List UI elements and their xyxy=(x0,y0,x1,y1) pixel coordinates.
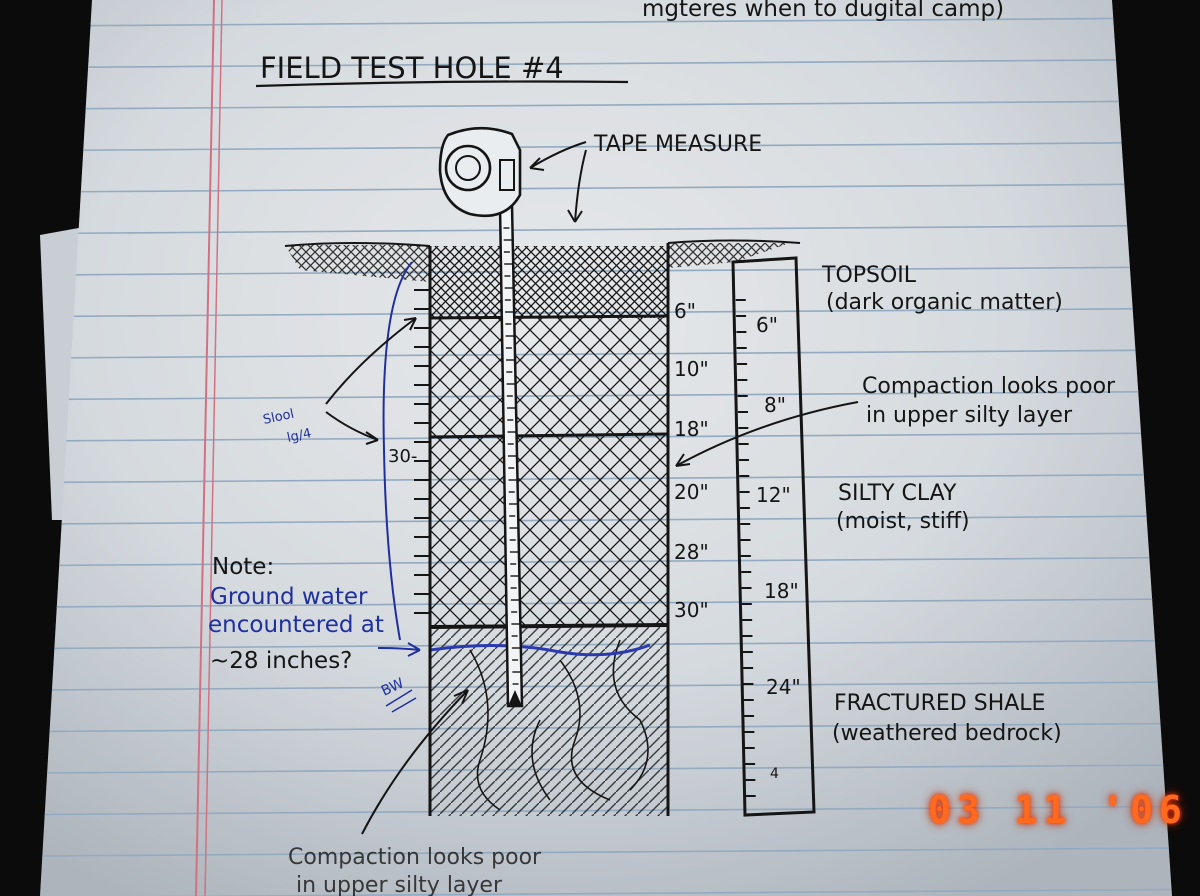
tape-hook xyxy=(508,690,522,706)
blue-scribble: Slool xyxy=(262,407,296,428)
depth-mark: 28" xyxy=(674,540,709,564)
scribble-arrow-up xyxy=(325,317,417,405)
bottom-note-line1: Compaction looks poor xyxy=(288,845,542,870)
hole-walls xyxy=(428,243,670,816)
rule-line xyxy=(40,888,1172,896)
test-hole xyxy=(428,243,670,816)
scribble-arrow-down xyxy=(325,411,379,441)
note-title: Note: xyxy=(212,554,274,580)
compaction-note-line2: in upper silty layer xyxy=(866,403,1073,428)
rule-line xyxy=(40,58,1172,69)
blue-scribble: lg/4 xyxy=(286,426,313,446)
groundwater-arrow xyxy=(377,647,421,651)
bottom-note-arrow xyxy=(361,689,469,835)
blue-bracket xyxy=(382,261,413,641)
silty-clay-layer xyxy=(430,436,668,626)
silty-clay-name: SILTY CLAY xyxy=(838,481,957,506)
depth-mark: 6" xyxy=(674,299,696,323)
rule-line xyxy=(40,847,1172,857)
ruler-mark: 8" xyxy=(764,393,786,417)
upper-silty-layer xyxy=(430,318,668,436)
margin-line-2 xyxy=(204,0,223,896)
ruler-mark: 18" xyxy=(764,579,799,603)
bottom-note-line2: in upper silty layer xyxy=(296,873,503,896)
shale-fractures xyxy=(469,639,649,811)
margin-line xyxy=(195,0,215,896)
depth-30-label: 30- xyxy=(388,446,417,467)
depth-mark: 30" xyxy=(674,598,709,622)
compaction-arrow xyxy=(675,401,859,467)
boundary-silty xyxy=(429,432,669,439)
rule-line xyxy=(40,224,1172,235)
blue-annotations: Slool lg/4 30- Note: Ground water encoun… xyxy=(208,261,421,713)
depth-mark: 18" xyxy=(674,417,709,441)
ground-surface xyxy=(284,239,801,282)
boundary-shale xyxy=(429,623,669,629)
ruler-mark: 12" xyxy=(756,483,791,507)
shale-description: (weathered bedrock) xyxy=(832,721,1062,746)
ruler-ticks xyxy=(735,299,756,797)
note-line1: Ground water xyxy=(210,584,368,610)
top-note: mgteres when to dugital camp) xyxy=(642,0,1004,22)
depth-labels: 6" 10" 18" 20" 28" 30" xyxy=(674,299,709,622)
tape-measure-label: TAPE MEASURE xyxy=(593,132,762,157)
silty-clay-description: (moist, stiff) xyxy=(836,509,970,534)
ruler-body xyxy=(731,256,816,817)
fractured-shale-layer xyxy=(430,626,668,816)
note-line3: ~28 inches? xyxy=(210,648,352,674)
depth-ruler: 6" 8" 12" 18" 24" 4 xyxy=(731,256,816,817)
ruler-mark: 6" xyxy=(756,313,778,337)
rule-line xyxy=(40,17,1172,27)
depth-mark: 10" xyxy=(674,357,709,381)
rule-line xyxy=(40,141,1172,152)
hole-left-ticks xyxy=(414,289,430,614)
topsoil-name: TOPSOIL xyxy=(821,263,917,288)
boundary-topsoil xyxy=(429,314,669,320)
depth-mark: 20" xyxy=(674,480,709,504)
tape-reel xyxy=(444,144,492,192)
camera-timestamp: 03 11 '06 xyxy=(928,788,1188,832)
tape-ticks xyxy=(503,227,522,685)
topsoil-layer xyxy=(430,246,668,318)
rule-line xyxy=(40,100,1172,110)
tape-measure xyxy=(438,126,524,708)
topsoil-description: (dark organic matter) xyxy=(826,290,1063,315)
ruler-mark: 4 xyxy=(770,766,779,782)
ruler-mark: 24" xyxy=(766,675,801,699)
tape-arrow-2 xyxy=(574,149,587,223)
tape-arrow-1 xyxy=(529,141,587,169)
title-underline xyxy=(255,80,629,88)
groundwater-line xyxy=(429,643,651,657)
tape-lock-button xyxy=(499,159,515,191)
note-line2: encountered at xyxy=(208,612,384,638)
page-title: FIELD TEST HOLE #4 xyxy=(260,51,564,85)
shale-name: FRACTURED SHALE xyxy=(834,691,1045,716)
compaction-note-line1: Compaction looks poor xyxy=(862,374,1116,399)
rule-line xyxy=(40,183,1172,193)
